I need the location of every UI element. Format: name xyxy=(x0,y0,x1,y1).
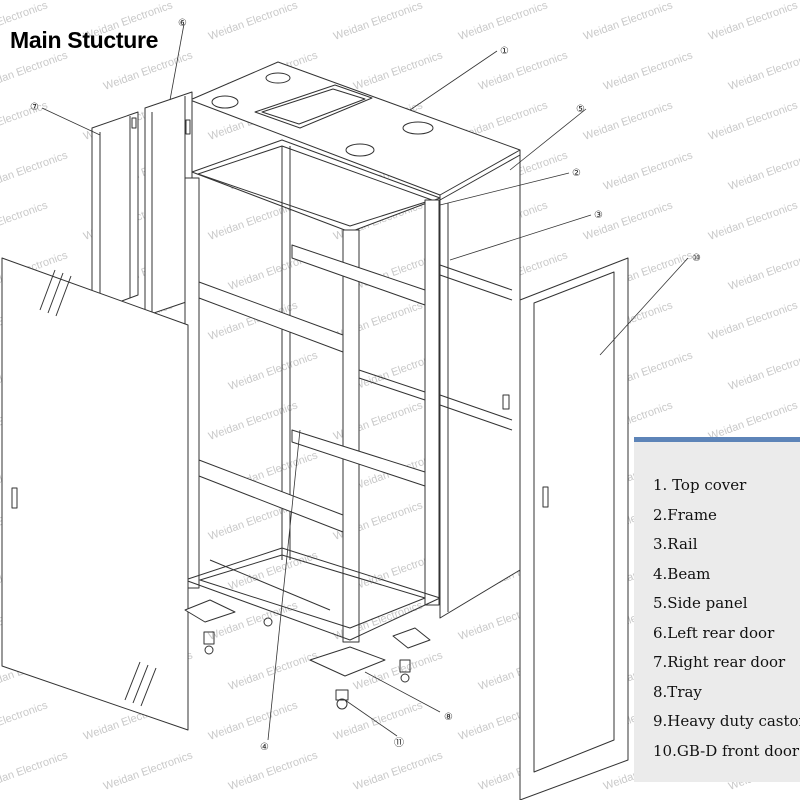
watermark-text: Weidan Electronics xyxy=(102,749,195,793)
callout-4: ④ xyxy=(260,742,269,753)
watermark-text: Weidan Electronics xyxy=(0,699,50,743)
page-title: Main Stucture xyxy=(10,27,159,53)
legend-item-left-rear-door: 6.Left rear door xyxy=(653,623,775,642)
parts-legend: 1. Top cover 2.Frame 3.Rail 4.Beam 5.Sid… xyxy=(634,437,800,782)
watermark-text: Weidan Electronics xyxy=(207,399,300,443)
heavy-duty-castor xyxy=(203,617,411,710)
legend-item-tray: 8.Tray xyxy=(653,682,702,701)
callout-3: ③ xyxy=(594,210,603,221)
callout-labels: ① ② ③ ④ ⑤ ⑥ ⑦ ⑧ ⑩ ⑪ xyxy=(30,18,701,753)
legend-item-beam: 4.Beam xyxy=(653,564,711,583)
watermark-text: Weidan Electronics xyxy=(477,49,570,93)
callout-10: ⑩ xyxy=(692,253,701,264)
watermark-text: Weidan Electronics xyxy=(582,199,675,243)
watermark-text: Weidan Electronics xyxy=(352,49,445,93)
legend-list: 1. Top cover 2.Frame 3.Rail 4.Beam 5.Sid… xyxy=(653,475,800,770)
legend-item-front-door: 10.GB-D front door xyxy=(653,741,800,760)
legend-item-top-cover: 1. Top cover xyxy=(653,476,747,494)
legend-item-frame: 2.Frame xyxy=(653,505,717,524)
side-panel xyxy=(439,154,521,619)
watermark-text: Weidan Electronics xyxy=(602,149,695,193)
watermark-text: Weidan Electronics xyxy=(332,699,425,743)
watermark-text: Weidan Electronics xyxy=(102,49,195,93)
watermark-text: Weidan Electronics xyxy=(0,149,70,193)
watermark-text: Weidan Electronics xyxy=(707,299,800,343)
callout-2: ② xyxy=(572,168,581,179)
callout-5: ⑤ xyxy=(576,104,585,115)
watermark-text: Weidan Electronics xyxy=(352,749,445,793)
gbd-front-door xyxy=(519,257,629,800)
watermark-text: Weidan Electronics xyxy=(0,99,50,143)
right-rear-door xyxy=(91,111,139,313)
watermark-text: Weidan Electronics xyxy=(727,49,800,93)
watermark-text: Weidan Electronics xyxy=(207,699,300,743)
watermark-text: Weidan Electronics xyxy=(227,349,320,393)
callout-8: ⑧ xyxy=(444,712,453,723)
watermark-text: Weidan Electronics xyxy=(707,99,800,143)
watermark-text: Weidan Electronics xyxy=(727,249,800,293)
legend-item-side-panel: 5.Side panel xyxy=(653,594,748,612)
watermark-text: Weidan Electronics xyxy=(457,0,550,43)
top-cover xyxy=(189,61,521,205)
watermark-text: Weidan Electronics xyxy=(707,0,800,43)
callout-6: ⑥ xyxy=(178,18,187,29)
watermark-text: Weidan Electronics xyxy=(727,149,800,193)
watermark-text: Weidan Electronics xyxy=(207,0,300,43)
tray xyxy=(184,599,431,677)
watermark-text: Weidan Electronics xyxy=(332,0,425,43)
watermark-text: Weidan Electronics xyxy=(0,749,70,793)
legend-item-right-rear-door: 7.Right rear door xyxy=(653,653,786,671)
watermark-text: Weidan Electronics xyxy=(707,199,800,243)
front-door-left xyxy=(1,257,189,731)
watermark-text: Weidan Electronics xyxy=(227,749,320,793)
callout-7: ⑦ xyxy=(30,102,39,113)
callout-11: ⑪ xyxy=(394,737,404,749)
watermark-text: Weidan Electronics xyxy=(602,49,695,93)
watermark-text: Weidan Electronics xyxy=(582,0,675,43)
callout-1: ① xyxy=(500,46,509,57)
watermark-text: Weidan Electronics xyxy=(0,49,70,93)
watermark-text: Weidan Electronics xyxy=(727,349,800,393)
watermark-text: Weidan Electronics xyxy=(582,99,675,143)
legend-item-heavy-duty-castor: 9.Heavy duty castor xyxy=(653,712,800,730)
watermark-text: Weidan Electronics xyxy=(0,199,50,243)
legend-item-rail: 3.Rail xyxy=(653,535,698,553)
